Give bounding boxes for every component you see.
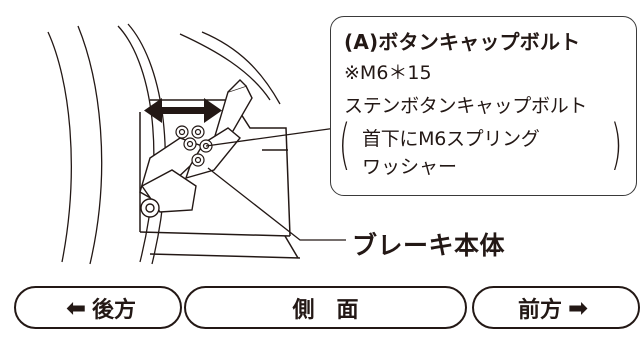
arrow-left-icon: ⬅ [65, 293, 87, 322]
note-paren-open: ( [338, 113, 351, 176]
front-view-label: 前方 [517, 297, 562, 323]
side-view-label: 側面 [292, 297, 381, 323]
tire-outline [47, 23, 281, 265]
callout-box [330, 16, 637, 196]
arrow-right-icon: ➡ [567, 293, 589, 322]
front-view-button[interactable]: 前方 ➡ [472, 286, 640, 329]
note-line-2: ワッシャー [362, 156, 458, 178]
bolt-spec: ※M6＊15 [344, 62, 432, 84]
callout-title: (A)ボタンキャップボルト [344, 30, 581, 54]
double-arrow-icon [144, 98, 222, 123]
bolt-type: ステンボタンキャップボルト [344, 95, 588, 117]
bolt-heads [175, 125, 213, 167]
side-view-button[interactable]: 側面 [184, 286, 467, 329]
part-label-brake-body: ブレーキ本体 [352, 231, 506, 260]
back-view-button[interactable]: ⬅ 後方 [14, 286, 182, 329]
brake-lever [139, 79, 253, 218]
note-line-1: 首下にM6スプリング [362, 128, 540, 150]
note-paren-close: ) [610, 113, 623, 176]
back-view-label: 後方 [92, 297, 137, 323]
leader-lines [205, 127, 346, 241]
